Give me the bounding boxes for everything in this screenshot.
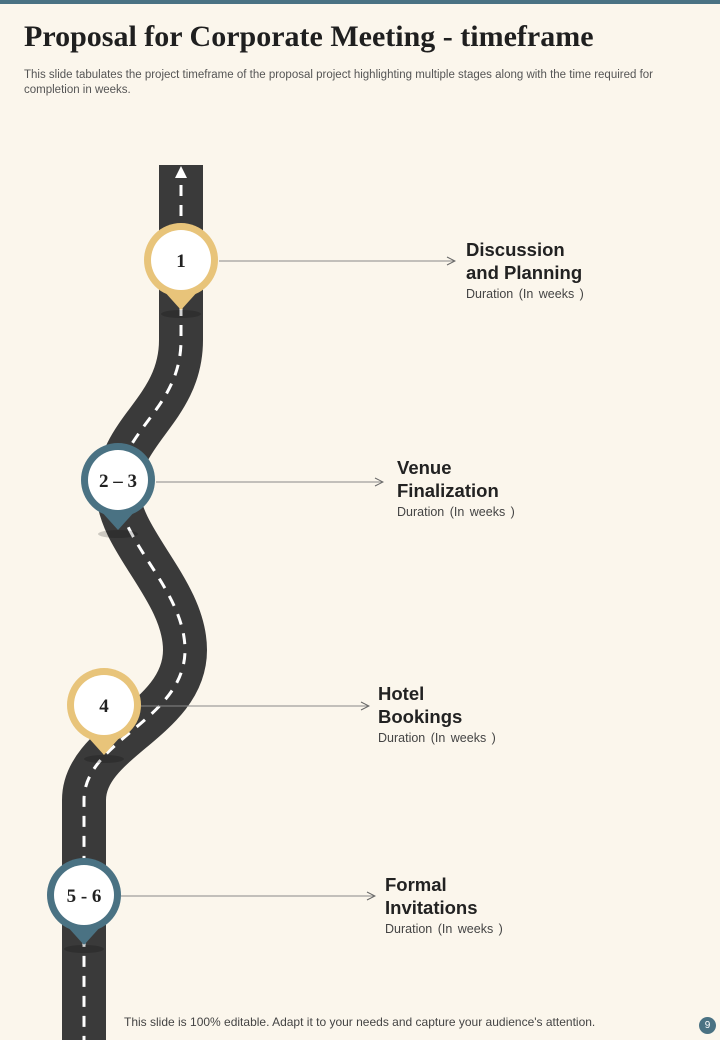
stage-title: Hotel Bookings	[378, 683, 463, 727]
stage-number: 2 – 3	[99, 471, 137, 492]
road-direction-arrow	[175, 166, 187, 178]
stage-title: Formal Invitations	[385, 874, 478, 918]
stage-duration: Duration (In weeks )	[397, 505, 515, 519]
accent-bar	[0, 0, 720, 4]
stage-number: 5 - 6	[67, 886, 102, 907]
stage-marker-2: 2 – 3	[81, 443, 155, 538]
stage-label-3: Hotel Bookings Duration (In weeks )	[378, 682, 496, 745]
stage-number: 4	[99, 696, 109, 717]
page-subtitle: This slide tabulates the project timefra…	[24, 69, 654, 96]
page-title: Proposal for Corporate Meeting - timefra…	[24, 20, 594, 53]
stage-marker-3: 4	[67, 668, 141, 763]
stage-marker-4: 5 - 6	[47, 858, 121, 953]
stage-duration: Duration (In weeks )	[466, 287, 584, 301]
stage-title: Discussion and Planning	[466, 239, 583, 283]
stage-label-2: Venue Finalization Duration (In weeks )	[397, 456, 515, 519]
stage-marker-1: 1	[144, 223, 218, 318]
footer-note: This slide is 100% editable. Adapt it to…	[124, 1015, 596, 1029]
stage-label-1: Discussion and Planning Duration (In wee…	[466, 238, 584, 301]
road-center-dashes	[82, 185, 187, 1040]
stage-title: Venue Finalization	[397, 457, 499, 501]
stage-number: 1	[176, 251, 186, 272]
stage-duration: Duration (In weeks )	[378, 731, 496, 745]
page-number-badge: 9	[699, 1017, 716, 1034]
stage-label-4: Formal Invitations Duration (In weeks )	[385, 873, 503, 936]
stage-duration: Duration (In weeks )	[385, 922, 503, 936]
